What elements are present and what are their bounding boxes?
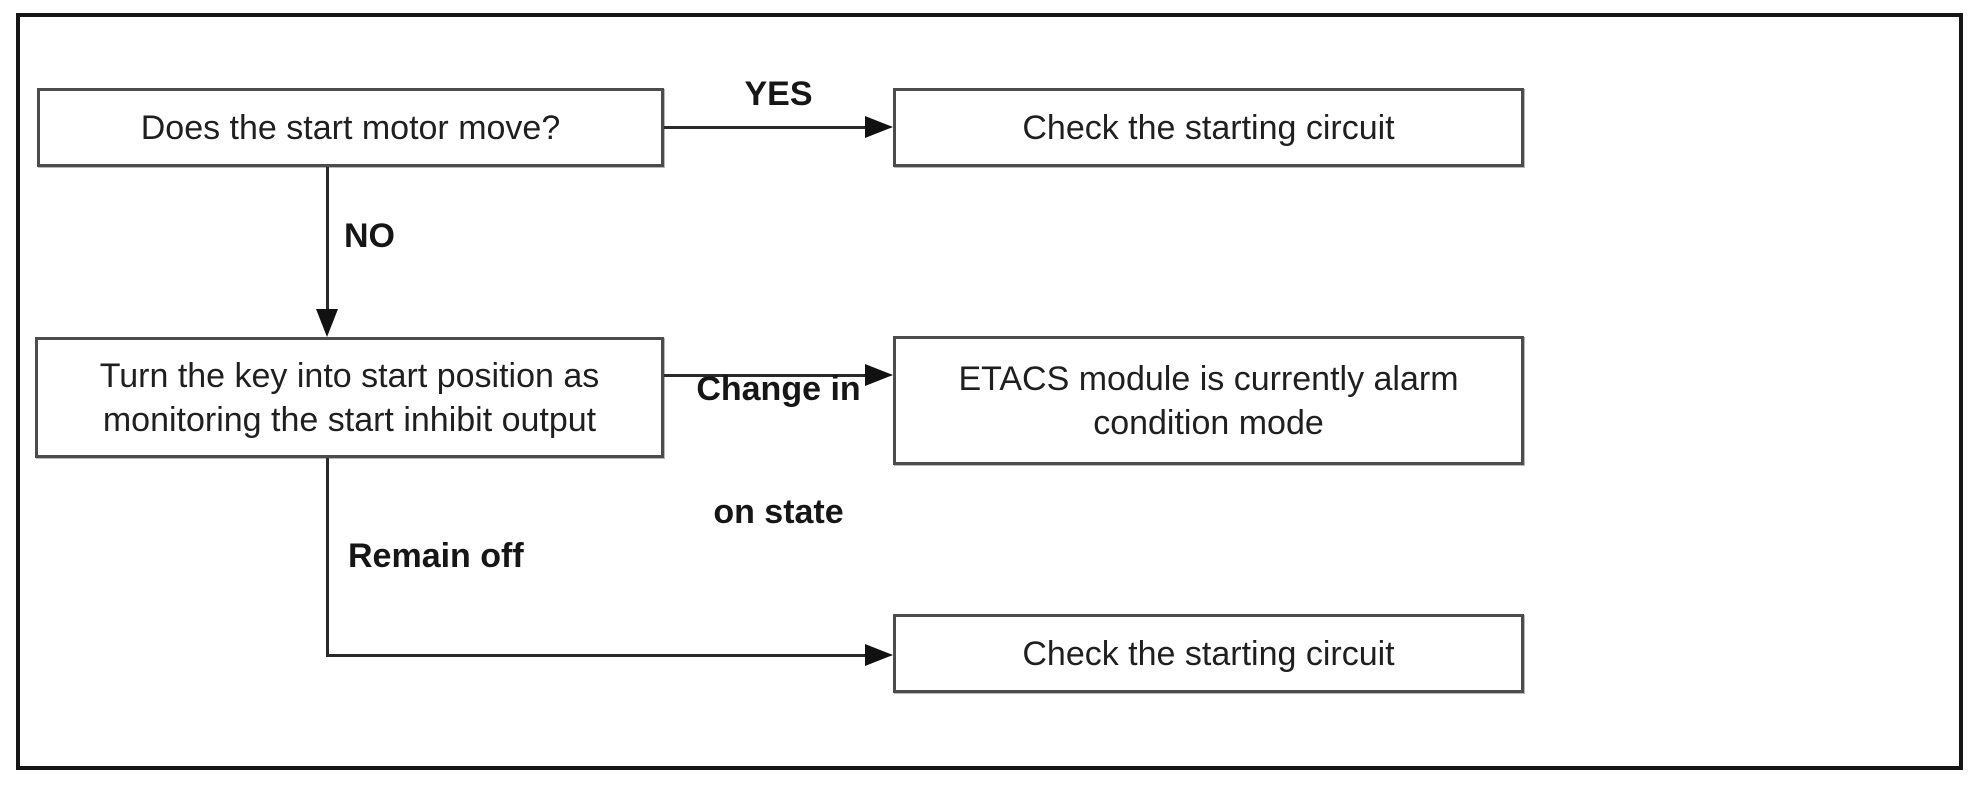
edge-label-remain-off: Remain off	[348, 537, 524, 575]
node-text-line: ETACS module is currently alarm	[958, 359, 1459, 398]
node-check-starting-circuit-top: Check the starting circuit	[893, 88, 1524, 167]
arrowhead-right-icon	[865, 364, 893, 386]
node-text-line: monitoring the start inhibit output	[102, 400, 597, 439]
node-does-start-motor-move: Does the start motor move?	[37, 88, 664, 167]
arrowhead-down-icon	[316, 309, 338, 337]
edge-no-line	[326, 167, 329, 311]
edge-label-line: Change in	[696, 370, 861, 408]
node-check-starting-circuit-bottom: Check the starting circuit	[893, 614, 1524, 693]
edge-change-line	[664, 374, 867, 377]
edge-label-change-in-on-state: Change in on state	[664, 287, 893, 615]
edge-label-line: on state	[713, 493, 844, 531]
edge-remain-off-horizontal-line	[326, 654, 867, 657]
node-text-line: condition mode	[1093, 403, 1324, 442]
edge-remain-off-vertical-line	[326, 458, 329, 657]
edge-yes-line	[664, 126, 867, 129]
node-turn-key-start-position: Turn the key into start position as moni…	[35, 337, 664, 458]
edge-label-no: NO	[344, 217, 395, 255]
node-text-line: Turn the key into start position as	[99, 356, 600, 395]
arrowhead-right-icon	[865, 644, 893, 666]
node-text-line: Does the start motor move?	[140, 108, 561, 147]
node-text-line: Check the starting circuit	[1022, 634, 1395, 673]
edge-label-yes: YES	[744, 75, 813, 113]
node-etacs-alarm-condition-mode: ETACS module is currently alarm conditio…	[893, 336, 1524, 465]
node-text-line: Check the starting circuit	[1022, 108, 1395, 147]
arrowhead-right-icon	[865, 116, 893, 138]
